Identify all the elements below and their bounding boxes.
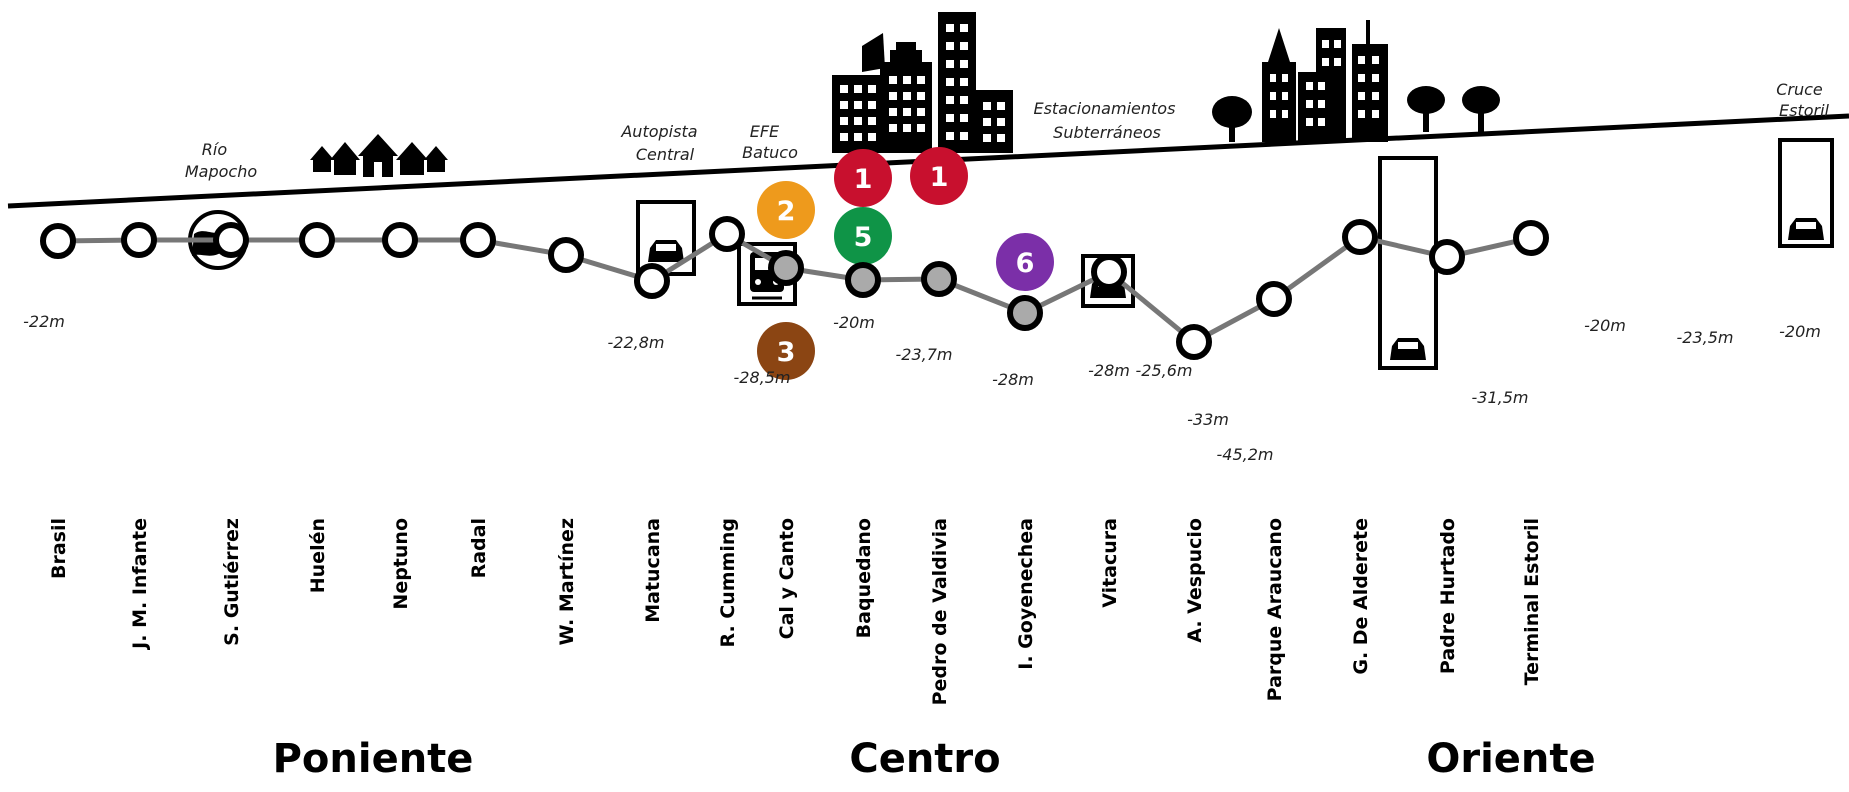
station-name-neptuno: Neptuno	[390, 518, 412, 610]
vespucio-shaft-car-icon	[1378, 156, 1438, 370]
station-name-pedro-de-valdivia: Pedro de Valdivia	[929, 518, 951, 705]
station-marker-j-m-infante	[121, 222, 157, 258]
station-marker-brasil	[40, 223, 76, 259]
zone-label-poniente: Poniente	[273, 736, 474, 782]
station-marker-g-de-alderete	[1342, 219, 1378, 255]
svg-text:1: 1	[854, 164, 873, 195]
depth-label-padre-hurtado: -23,5m	[1677, 328, 1734, 347]
zone-labels: Poniente Centro Oriente	[273, 736, 1596, 782]
station-name-s-gutierrez: S. Gutiérrez	[221, 518, 243, 646]
houses-icon	[310, 134, 448, 177]
station-marker-pedro-de-valdivia	[921, 261, 957, 297]
station-name-huelen: Huelén	[307, 518, 329, 593]
station-marker-i-goyenechea	[1007, 295, 1043, 331]
station-name-matucana: Matucana	[642, 518, 664, 623]
station-marker-r-cumming	[709, 216, 745, 252]
depth-label-r-cumming: -20m	[833, 313, 875, 332]
city-buildings-icon	[832, 12, 1013, 153]
station-marker-a-vespucio	[1176, 324, 1212, 360]
note-estacionamientos: Estacionamientos Subterráneos	[1033, 99, 1180, 142]
station-marker-padre-hurtado	[1429, 239, 1465, 275]
depth-label-vitacura: -25,6m	[1136, 361, 1193, 380]
station-name-padre-hurtado: Padre Hurtado	[1437, 518, 1459, 674]
depth-label-parque-araucano: -31,5m	[1472, 388, 1529, 407]
depth-label-baquedano: -28m	[992, 370, 1034, 389]
note-autopista-central: Autopista Central	[620, 122, 702, 164]
station-marker-neptuno	[382, 222, 418, 258]
station-name-baquedano: Baquedano	[853, 518, 875, 638]
station-name-parque-araucano: Parque Araucano	[1264, 518, 1286, 701]
note-rio-mapocho: Río Mapocho	[185, 140, 257, 181]
station-name-cal-y-canto: Cal y Canto	[776, 518, 798, 639]
station-marker-terminal-estoril	[1513, 220, 1549, 256]
depth-label-brasil: -22m	[23, 312, 65, 331]
station-names: Brasil J. M. Infante S. Gutiérrez Huelén Nep…	[48, 518, 1543, 705]
station-marker-parque-araucano	[1256, 281, 1292, 317]
station-marker-baquedano	[845, 262, 881, 298]
line-2-badge: 2	[757, 181, 815, 239]
station-name-terminal-estoril: Terminal Estoril	[1521, 518, 1543, 685]
station-marker-cal-y-canto	[768, 250, 804, 286]
depth-label-pedro-de-valdivia: -28m	[1088, 361, 1130, 380]
svg-text:6: 6	[1016, 248, 1035, 279]
stations	[40, 216, 1549, 360]
station-name-r-cumming: R. Cumming	[717, 518, 739, 648]
zone-label-centro: Centro	[849, 736, 1000, 782]
line-connection-badges: 2 3 1 5 1 6	[757, 147, 1054, 380]
trees-icon	[1212, 86, 1500, 142]
depth-label-cal-y-canto: -23,7m	[896, 345, 953, 364]
depth-label-g-de-alderete: -20m	[1584, 316, 1626, 335]
station-name-i-goyenechea: I. Goyenechea	[1015, 518, 1037, 670]
station-marker-s-gutierrez	[213, 222, 249, 258]
station-name-a-vespucio: A. Vespucio	[1184, 518, 1206, 643]
depth-label-i-goyenechea: -33m	[1187, 410, 1229, 429]
city-buildings-icon	[1262, 20, 1388, 142]
station-name-j-m-infante: J. M. Infante	[129, 518, 151, 651]
station-name-w-martinez: W. Martínez	[556, 518, 578, 645]
estoril-shaft-car-icon	[1778, 138, 1834, 248]
svg-text:1: 1	[930, 162, 949, 193]
svg-text:3: 3	[777, 337, 796, 368]
note-efe-batuco: EFE Batuco	[742, 122, 798, 162]
svg-text:2: 2	[777, 196, 796, 227]
line-1-badge: 1	[910, 147, 968, 205]
station-marker-w-martinez	[548, 237, 584, 273]
depth-label-matucana: -28,5m	[734, 368, 791, 387]
line-5-badge: 5	[834, 207, 892, 265]
station-name-radal: Radal	[468, 518, 490, 578]
station-marker-huelen	[299, 222, 335, 258]
station-marker-matucana	[634, 263, 670, 299]
line-3-badge: 3	[757, 322, 815, 380]
line-6-badge: 6	[996, 233, 1054, 291]
depth-label-a-vespucio: -45,2m	[1217, 445, 1274, 464]
station-name-vitacura: Vitacura	[1099, 518, 1121, 608]
line-1-badge: 1	[834, 149, 892, 207]
zone-label-oriente: Oriente	[1426, 736, 1595, 782]
station-name-g-de-alderete: G. De Alderete	[1350, 518, 1372, 675]
depth-labels: -22m -22,8m -28,5m -20m -23,7m -28m -28m -33m -2…	[23, 312, 1821, 464]
station-marker-vitacura	[1091, 254, 1127, 290]
depth-label-w-martinez: -22,8m	[608, 333, 665, 352]
svg-text:5: 5	[854, 222, 873, 253]
station-name-brasil: Brasil	[48, 518, 70, 579]
depth-label-terminal-estoril: -20m	[1779, 322, 1821, 341]
autopista-car-icon	[636, 200, 696, 276]
note-cruce-estoril: Cruce Estoril	[1776, 80, 1829, 120]
station-marker-radal	[460, 222, 496, 258]
